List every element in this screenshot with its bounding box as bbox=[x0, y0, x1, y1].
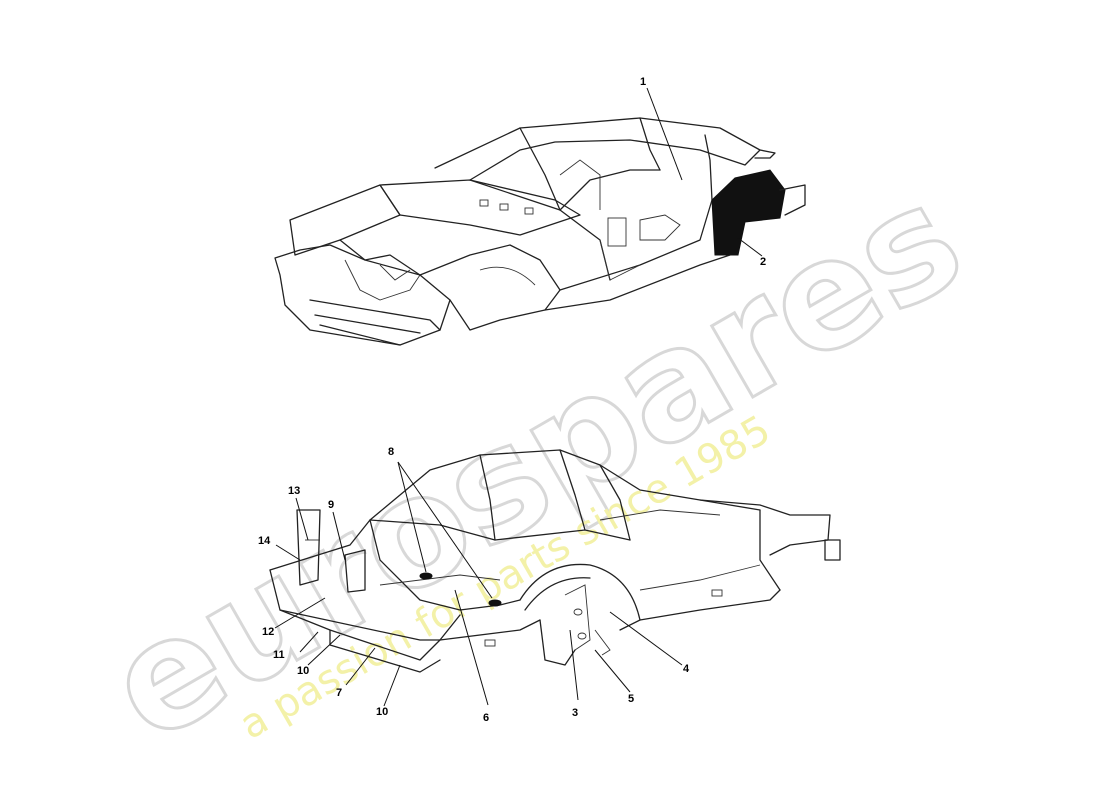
callout-10a: 10 bbox=[297, 665, 310, 677]
callout-14: 14 bbox=[258, 535, 271, 547]
leader-lines bbox=[274, 87, 763, 707]
callout-13: 13 bbox=[288, 485, 301, 497]
callout-5: 5 bbox=[628, 693, 635, 705]
watermark-brand: eurospares bbox=[81, 151, 989, 776]
callout-7: 7 bbox=[336, 687, 343, 699]
callout-3: 3 bbox=[572, 707, 579, 719]
callout-8: 8 bbox=[388, 446, 395, 458]
callout-6: 6 bbox=[483, 712, 490, 724]
callout-10b: 10 bbox=[376, 706, 389, 718]
callout-9: 9 bbox=[328, 499, 335, 511]
lower-body-shell bbox=[269, 449, 841, 673]
watermark: eurospares a passion for parts since 198… bbox=[80, 150, 991, 778]
callout-1: 1 bbox=[640, 76, 647, 88]
upper-body-shell bbox=[274, 117, 806, 346]
callout-2: 2 bbox=[760, 256, 767, 268]
callout-12: 12 bbox=[262, 626, 275, 638]
callout-11: 11 bbox=[273, 649, 285, 661]
callout-4: 4 bbox=[683, 663, 690, 675]
